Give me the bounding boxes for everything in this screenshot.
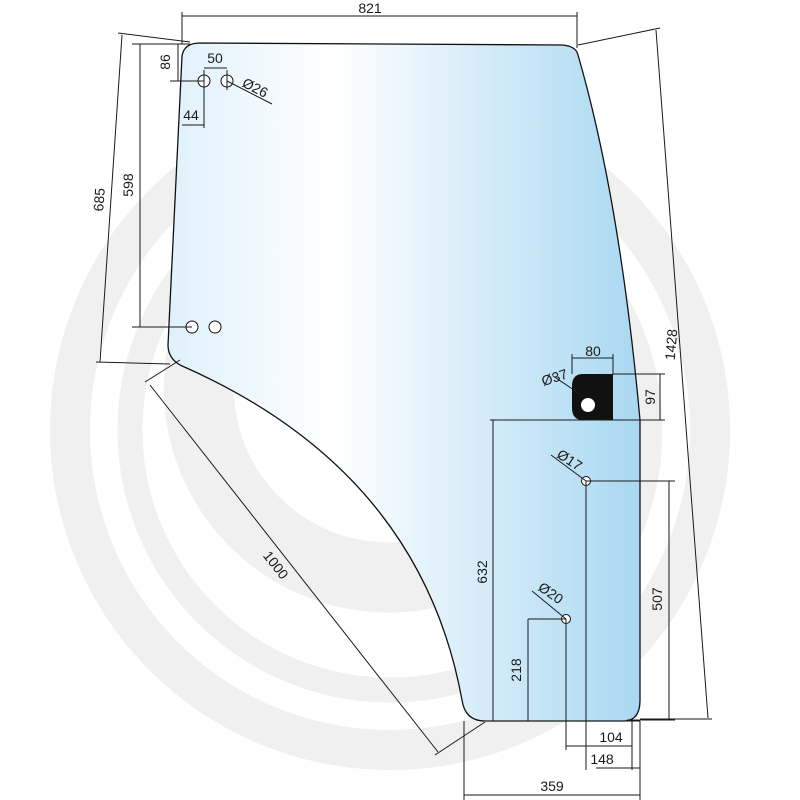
handle-hole <box>581 398 595 412</box>
dim-359-label: 359 <box>540 778 564 794</box>
dim-218-label: 218 <box>508 658 524 682</box>
glass-outline <box>167 42 641 722</box>
handle-cutout <box>572 374 613 420</box>
dim-50-label: 50 <box>207 50 223 66</box>
dim-148-label: 148 <box>590 751 614 767</box>
dim-104-label: 104 <box>599 729 623 745</box>
hole-mid-right <box>208 320 222 334</box>
dim-685-label: 685 <box>90 187 108 212</box>
dim-598-label: 598 <box>120 173 136 197</box>
dim-507-label: 507 <box>649 587 665 611</box>
dim-1428-label: 1428 <box>662 328 681 361</box>
dim-80-label: 80 <box>585 343 601 359</box>
dim-86-label: 86 <box>157 54 173 70</box>
dim-821-label: 821 <box>358 0 382 16</box>
dim-37-label: Ø37 <box>539 365 569 388</box>
dimension-lines <box>95 12 712 800</box>
dim-97-label: 97 <box>642 389 658 405</box>
dim-44-label: 44 <box>183 107 199 123</box>
dim-632-label: 632 <box>474 560 490 584</box>
